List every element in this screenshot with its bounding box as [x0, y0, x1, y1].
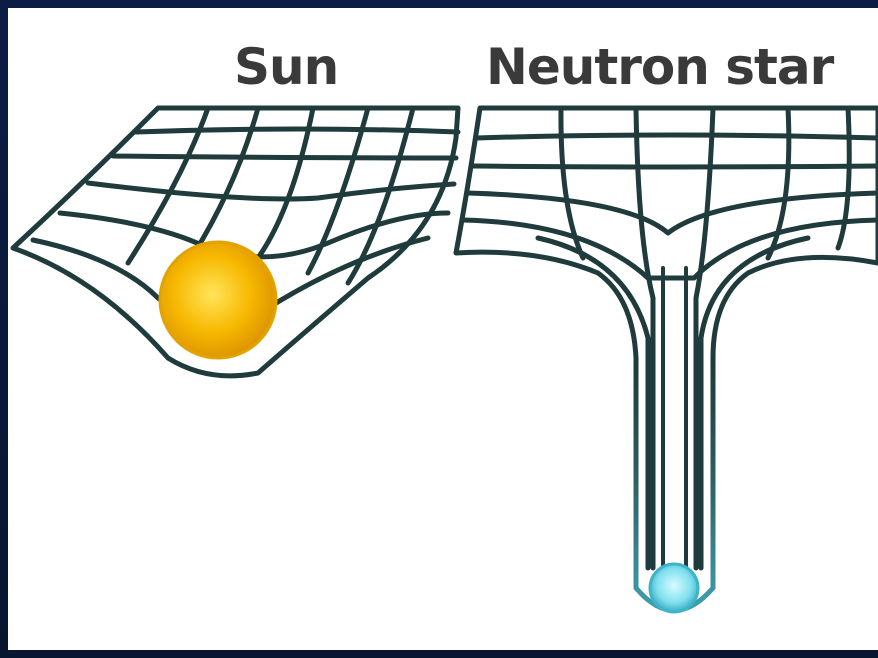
sun-grid-hline-3 [85, 180, 457, 202]
spacetime-curvature-diagram [10, 105, 878, 614]
sun-grid-vline-3 [255, 105, 316, 261]
ns-funnel-line-2 [698, 235, 811, 571]
ns-grid-outline [453, 105, 878, 576]
sun-label: Sun [234, 38, 339, 96]
sun-grid-hline-4 [57, 210, 451, 260]
neutron-star-spacetime-grid [453, 105, 878, 576]
neutron-star-sphere-icon [648, 562, 700, 614]
sun-grid-vline-5 [345, 105, 416, 286]
sun-grid-hline-2 [110, 153, 459, 161]
ns-grid-hline-4 [460, 217, 878, 281]
neutron-star-label: Neutron star [486, 38, 834, 96]
sun-grid-hline-1 [133, 126, 461, 135]
diagram-panel: Sun Neutron star [8, 8, 878, 650]
sun-sphere-icon [158, 240, 278, 360]
ns-grid-hline-2 [470, 163, 878, 170]
ns-grid-vline-5 [835, 105, 852, 251]
ns-grid-vline-3 [693, 105, 716, 571]
ns-grid-vline-1 [558, 105, 586, 261]
ns-grid-vline-2 [633, 105, 656, 571]
ns-funnel-line-1 [535, 235, 651, 571]
sun-grid-vline-4 [305, 105, 371, 276]
sun-grid-vline-1 [125, 105, 211, 266]
ns-grid-hline-1 [473, 132, 878, 141]
